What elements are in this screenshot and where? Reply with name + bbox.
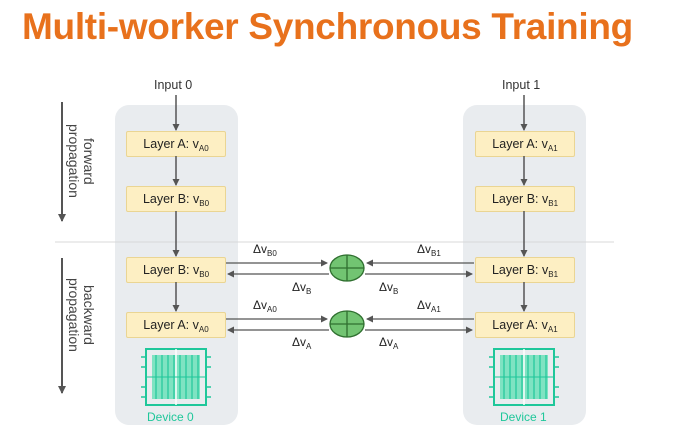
page-title: Multi-worker Synchronous Training <box>22 6 633 47</box>
delta-a-right-label: ΔvA <box>379 335 399 351</box>
b-row-exchange-arrows <box>226 259 474 278</box>
delta-a0-label: ΔvA0 <box>253 298 277 314</box>
device-1-backward-layer-a: Layer A: vA1 <box>475 312 575 338</box>
delta-a-left-label: ΔvA <box>292 335 312 351</box>
device-0-label: Device 0 <box>147 410 194 424</box>
tpu-chip-icon-device-1 <box>489 348 559 406</box>
forward-propagation-label: forward propagation <box>66 124 97 198</box>
all-reduce-icon-b <box>329 254 365 282</box>
device-0-backward-layer-b: Layer B: vB0 <box>126 257 226 283</box>
device-1-label: Device 1 <box>500 410 547 424</box>
delta-b-left-label: ΔvB <box>292 280 312 296</box>
device-0-backward-layer-a: Layer A: vA0 <box>126 312 226 338</box>
all-reduce-icon-a <box>329 310 365 338</box>
a-row-exchange-arrows <box>226 315 474 334</box>
delta-b-right-label: ΔvB <box>379 280 399 296</box>
delta-b0-label: ΔvB0 <box>253 242 277 258</box>
tpu-chip-icon-device-0 <box>141 348 211 406</box>
input-1-label: Input 1 <box>502 78 541 92</box>
backward-propagation-label: backward propagation <box>66 278 97 352</box>
device-1-forward-layer-a: Layer A: vA1 <box>475 131 575 157</box>
device-0-forward-layer-b: Layer B: vB0 <box>126 186 226 212</box>
delta-a1-label: ΔvA1 <box>417 298 441 314</box>
input-0-label: Input 0 <box>154 78 193 92</box>
device-1-forward-layer-b: Layer B: vB1 <box>475 186 575 212</box>
delta-b1-label: ΔvB1 <box>417 242 441 258</box>
device-1-backward-layer-b: Layer B: vB1 <box>475 257 575 283</box>
